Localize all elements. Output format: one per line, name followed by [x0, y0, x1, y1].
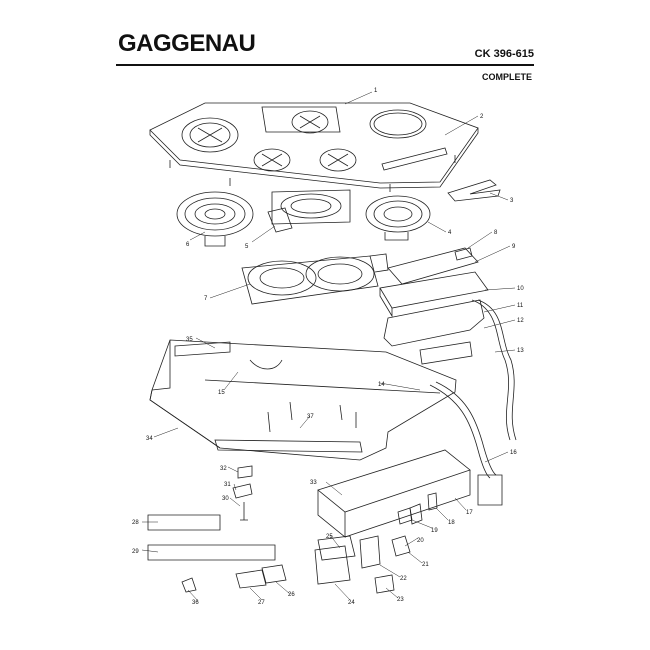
part-small-components	[359, 492, 438, 594]
callout-35: 35	[186, 337, 193, 343]
callout-29: 29	[132, 549, 139, 555]
model-number: CK 396-615	[474, 48, 534, 60]
part-feet	[181, 535, 356, 593]
callout-15: 15	[218, 390, 225, 396]
callout-labels: 1 2 3 4 5 6 7 8 9 10 11 12 13 14 15 16 1…	[132, 88, 524, 606]
header-rule	[116, 64, 534, 66]
callout-16: 16	[510, 450, 517, 456]
callout-18: 18	[448, 520, 455, 526]
callout-9: 9	[512, 244, 516, 250]
callout-1: 1	[374, 88, 378, 94]
callout-26: 26	[288, 592, 295, 598]
callout-13: 13	[517, 348, 524, 354]
callout-19: 19	[431, 528, 438, 534]
callout-14: 14	[378, 382, 385, 388]
callout-34: 34	[146, 436, 153, 442]
part-ceramic-top	[149, 102, 479, 192]
callout-2: 2	[480, 114, 484, 120]
part-burner-center	[267, 189, 351, 233]
part-base-chassis	[149, 339, 457, 461]
callout-32: 32	[220, 466, 227, 472]
callout-23: 23	[397, 597, 404, 603]
callout-4: 4	[448, 230, 452, 236]
callout-24: 24	[348, 600, 355, 606]
part-burner-right	[365, 195, 431, 241]
callout-11: 11	[517, 303, 524, 309]
diagram-subtitle: COMPLETE	[481, 72, 532, 82]
callout-36: 36	[192, 600, 199, 606]
callout-31: 31	[224, 482, 231, 488]
leader-lines	[141, 91, 516, 602]
callout-6: 6	[186, 242, 190, 248]
callout-7: 7	[204, 296, 208, 302]
callout-10: 10	[517, 286, 524, 292]
callout-17: 17	[466, 510, 473, 516]
callout-28: 28	[132, 520, 139, 526]
callout-25: 25	[326, 534, 333, 540]
callout-33: 33	[310, 480, 317, 486]
part-power-module	[317, 449, 471, 538]
part-burner-left	[176, 191, 254, 247]
callout-3: 3	[510, 198, 514, 204]
part-small-plate	[447, 179, 501, 202]
part-rails	[147, 514, 276, 561]
part-double-burner	[241, 253, 389, 305]
callout-21: 21	[422, 562, 429, 568]
callout-37: 37	[307, 414, 314, 420]
callout-22: 22	[400, 576, 407, 582]
callout-8: 8	[494, 230, 498, 236]
part-cable-assembly	[429, 381, 503, 506]
part-front-panel	[383, 299, 517, 441]
callout-30: 30	[222, 496, 229, 502]
brand-logo: GAGGENAU	[118, 30, 256, 57]
callout-27: 27	[258, 600, 265, 606]
callout-5: 5	[245, 244, 249, 250]
part-small-brackets	[232, 465, 253, 521]
callout-20: 20	[417, 538, 424, 544]
part-control-unit	[379, 247, 489, 318]
callout-12: 12	[517, 318, 524, 324]
